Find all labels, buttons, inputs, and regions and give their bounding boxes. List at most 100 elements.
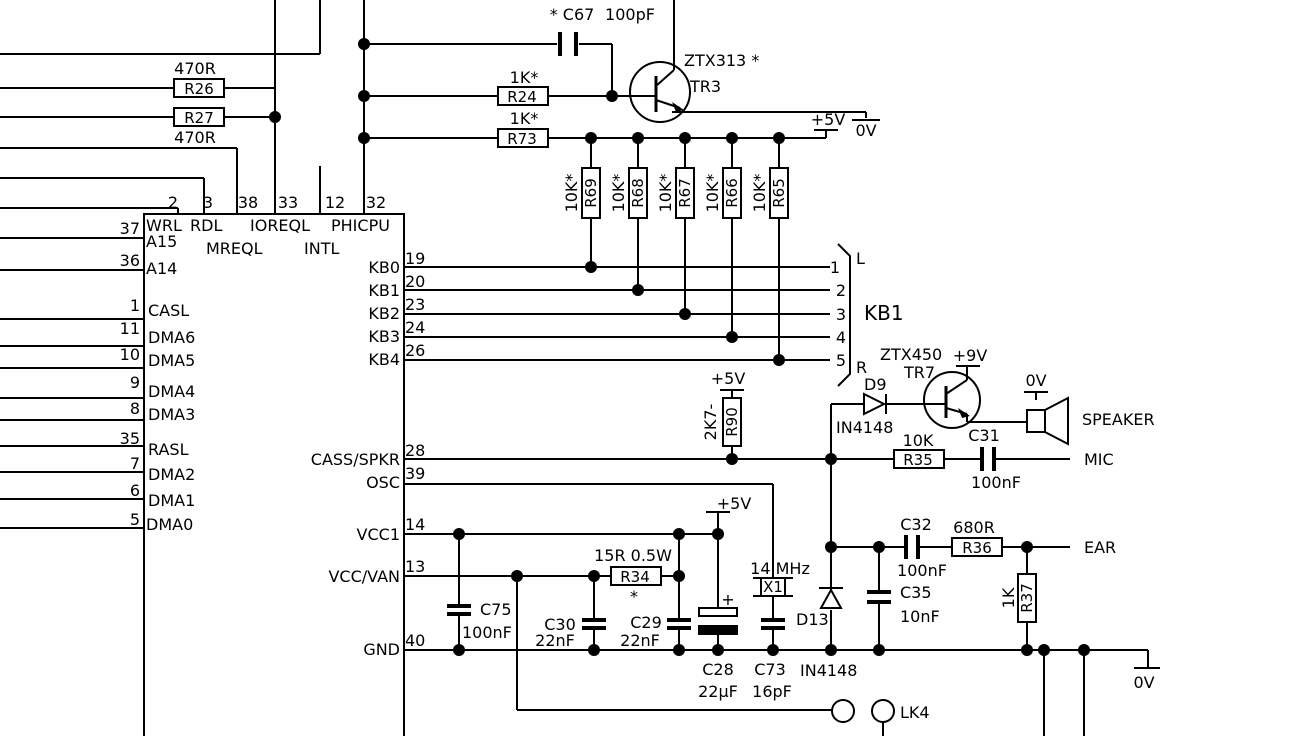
capacitor-c32[interactable]: C32 100nF [897,515,947,580]
svg-text:2K7-: 2K7- [701,404,720,441]
svg-text:C75: C75 [480,600,512,619]
svg-text:R24: R24 [507,88,537,106]
resistor-r90[interactable]: R90 2K7- +5V [701,369,745,447]
keyboard-connector-kb1[interactable]: 1 2 3 4 5 L R KB1 [830,243,904,387]
svg-text:R68: R68 [629,178,647,208]
svg-text:C31: C31 [968,426,1000,445]
svg-text:C30: C30 [544,615,576,634]
resistor-r65[interactable]: R65 10K* [750,167,789,219]
resistor-r24[interactable]: R24 1K* [497,68,549,106]
svg-text:680R: 680R [953,518,995,537]
ear-wires [825,541,1070,650]
svg-text:MREQL: MREQL [206,239,263,258]
capacitor-c29[interactable]: C29 22nF [620,613,691,650]
resistor-r26[interactable]: R26 470R [173,59,225,98]
svg-text:100pF: 100pF [605,5,655,24]
svg-text:22µF: 22µF [698,682,738,701]
capacitor-c67[interactable]: * C67 100pF [550,5,655,56]
capacitor-c35[interactable]: C35 10nF [867,583,940,626]
svg-text:KB3: KB3 [368,327,400,346]
resistor-r37[interactable]: R37 1K [999,573,1037,623]
svg-text:35: 35 [120,429,140,448]
capacitor-c73[interactable]: C73 16pF [752,618,792,701]
svg-text:D9: D9 [864,375,887,394]
transistor-tr3[interactable]: ZTX313 * TR3 [629,51,759,123]
crystal-x1[interactable]: X1 14 MHz [750,559,810,597]
svg-text:DMA3: DMA3 [148,405,195,424]
resistor-r27[interactable]: R27 470R [173,107,225,147]
svg-text:1K*: 1K* [510,109,539,128]
svg-text:ZTX313 *: ZTX313 * [684,51,759,70]
svg-text:37: 37 [120,219,140,238]
svg-text:13: 13 [405,557,425,576]
svg-text:R66: R66 [723,178,741,208]
audio-wires [404,365,1070,590]
transistor-tr7[interactable]: ZTX450 TR7 +9V [880,345,987,429]
svg-text:*: * [630,587,638,606]
diode-d9[interactable]: D9 IN4148 [836,375,893,437]
svg-text:23: 23 [405,295,425,314]
svg-text:DMA1: DMA1 [148,491,195,510]
svg-text:TR7: TR7 [903,363,935,382]
svg-text:36: 36 [120,251,140,270]
svg-text:0V: 0V [1133,673,1154,692]
svg-text:R: R [856,358,867,377]
svg-text:10K*: 10K* [609,174,628,213]
capacitor-c31[interactable]: C31 100nF [968,426,1021,492]
svg-text:VCC/VAN: VCC/VAN [328,567,400,586]
svg-text:7: 7 [130,454,140,473]
svg-text:19: 19 [405,249,425,268]
left-bus-wires [0,0,321,529]
svg-text:470R: 470R [174,59,216,78]
resistor-r68[interactable]: R68 10K* [609,167,648,219]
resistor-r69[interactable]: R69 10K* [562,167,601,219]
resistor-r73[interactable]: R73 1K* [497,109,549,148]
svg-text:RASL: RASL [148,440,189,459]
svg-text:+5V: +5V [717,494,752,513]
svg-text:CASL: CASL [148,301,189,320]
svg-text:100nF: 100nF [971,473,1021,492]
speaker-icon: 0V SPEAKER [1025,371,1155,446]
resistor-r66[interactable]: R66 10K* [703,167,742,219]
diode-d13[interactable]: D13 IN4148 [796,587,857,680]
svg-text:R35: R35 [903,451,933,469]
svg-text:2: 2 [836,281,846,300]
svg-text:10: 10 [120,345,140,364]
resistor-r67[interactable]: R67 10K* [656,167,695,219]
svg-text:R90: R90 [723,407,741,437]
power-wires [404,483,1160,736]
svg-text:KB0: KB0 [368,258,400,277]
svg-text:IOREQL: IOREQL [250,216,310,235]
svg-text:15R 0.5W: 15R 0.5W [594,546,672,565]
svg-text:10K*: 10K* [656,174,675,213]
svg-text:IN4148: IN4148 [836,418,893,437]
svg-text:KB1: KB1 [368,281,400,300]
svg-text:R73: R73 [507,130,537,148]
svg-text:A14: A14 [146,259,177,278]
resistor-r36[interactable]: R36 680R [951,518,1003,557]
svg-text:3: 3 [836,305,846,324]
ear-label: EAR [1084,538,1116,557]
ic-top-pins: 2 3 38 33 12 32 WRL RDL MREQL IOREQL INT… [146,0,390,258]
capacitor-c75[interactable]: C75 100nF [447,600,512,642]
capacitor-c30[interactable]: C30 22nF [535,615,606,650]
svg-text:22nF: 22nF [620,631,660,650]
svg-text:470R: 470R [174,128,216,147]
svg-text:26: 26 [405,341,425,360]
svg-text:6: 6 [130,481,140,500]
svg-text:R67: R67 [676,178,694,208]
svg-text:IN4148: IN4148 [800,661,857,680]
svg-text:DMA2: DMA2 [148,465,195,484]
svg-text:A15: A15 [146,232,177,251]
link-lk4[interactable]: LK4 [831,699,930,723]
svg-text:2: 2 [168,193,178,212]
svg-text:32: 32 [366,193,386,212]
svg-text:R26: R26 [184,80,214,98]
resistor-r34[interactable]: R34 15R 0.5W * [594,546,672,606]
svg-text:C32: C32 [900,515,932,534]
svg-text:R27: R27 [184,109,214,127]
svg-text:WRL: WRL [146,216,182,235]
resistor-r35[interactable]: R35 10K [893,431,945,469]
capacitor-c28[interactable]: + C28 22µF [698,590,738,701]
svg-text:R34: R34 [620,568,650,586]
